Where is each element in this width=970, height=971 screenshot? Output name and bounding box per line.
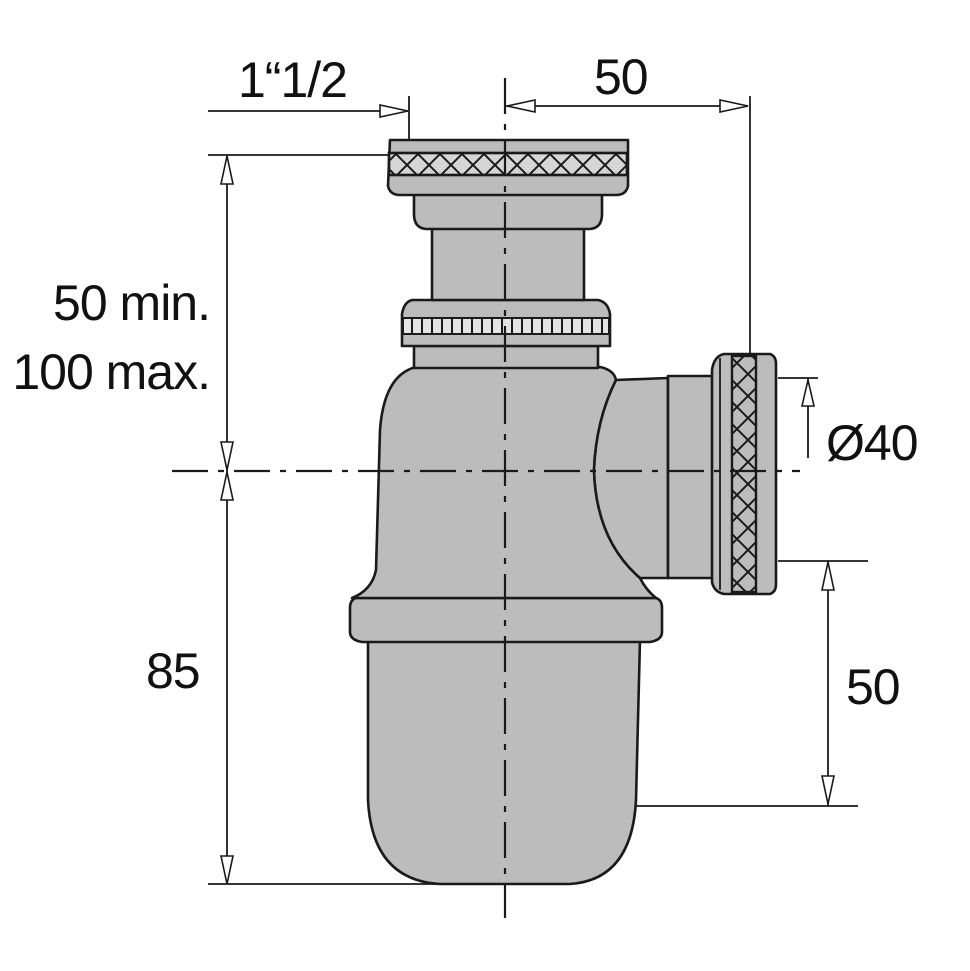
- top-flange-knurl: [387, 151, 629, 177]
- label-lower-height: 85: [146, 643, 200, 699]
- outlet-nut-knurl: [730, 354, 758, 594]
- center-lines: [172, 78, 800, 918]
- trap-body: [348, 138, 778, 886]
- flange-collar: [412, 192, 604, 231]
- outlet-sleeve: [666, 374, 716, 580]
- label-outlet-offset: 50: [594, 49, 648, 105]
- label-outlet-diameter: Ø40: [826, 415, 918, 471]
- outlet-tube: [592, 376, 670, 580]
- label-outlet-to-base: 50: [846, 659, 900, 715]
- label-height-min: 50 min.: [53, 275, 210, 331]
- dimension-labels: 1“1/2 50 50 min. 100 max. Ø40 85 50: [12, 49, 918, 715]
- tail-pipe: [430, 226, 586, 302]
- label-inlet-thread: 1“1/2: [238, 52, 347, 108]
- dimension-lines: [208, 96, 868, 885]
- label-height-max: 100 max.: [12, 344, 210, 400]
